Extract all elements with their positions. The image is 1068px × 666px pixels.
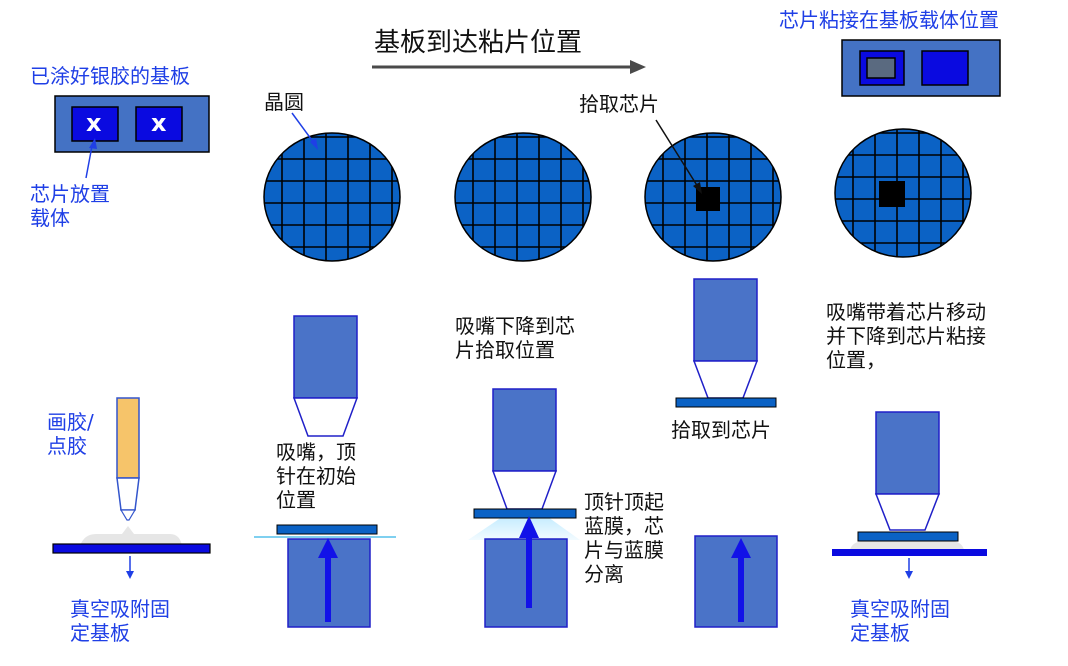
pick-chip-pointer [655, 119, 702, 194]
vacuum-right-label: 真空吸附固 定基板 [850, 597, 950, 645]
silver-glue-substrate-label: 已涂好银胶的基板 [30, 64, 190, 88]
wafer-1 [263, 132, 401, 262]
nozzle-bonding [874, 411, 941, 531]
mounted-substrate [841, 39, 1001, 97]
nozzle-move-label: 吸嘴带着芯片移动 并下降到芯片粘接 位置， [826, 300, 986, 372]
picked-chip-label: 拾取到芯片 [671, 418, 771, 442]
pick-chip-label: 拾取芯片 [579, 92, 659, 116]
wafer-4 [834, 128, 972, 258]
nozzle-with-chip [675, 278, 777, 408]
chip-carrier-pointer [85, 138, 97, 179]
wafer-label: 晶圆 [264, 90, 304, 114]
nozzle-pin-initial-label: 吸嘴，顶 针在初始 位置 [276, 440, 356, 512]
ejector-block-initial [287, 538, 371, 628]
vacuum-left-label: 真空吸附固 定基板 [70, 597, 170, 645]
dispense-label: 画胶/ 点胶 [47, 410, 94, 458]
wafer-3 [644, 132, 782, 262]
ejector-block-push [484, 516, 568, 628]
vacuum-arrow-left [126, 556, 134, 579]
substrate-arrive-label: 基板到达粘片位置 [374, 28, 583, 58]
nozzle-down-label: 吸嘴下降到芯 片拾取位置 [455, 314, 575, 362]
silver-glue-substrate [54, 95, 210, 153]
wafer-pointer [291, 112, 318, 150]
glue-dispenser [116, 397, 140, 521]
carrier-mark-2: x [151, 109, 167, 137]
chip-mount-position-label: 芯片粘接在基板载体位置 [779, 8, 999, 32]
chip-carrier-label: 芯片放置 载体 [30, 182, 110, 230]
nozzle-initial [292, 315, 359, 437]
substrate-plate-1 [52, 526, 211, 554]
substrate-plate-2 [832, 531, 987, 556]
ejector-block-reset [694, 535, 778, 628]
substrate-arrive-arrow [372, 60, 646, 74]
vacuum-arrow-right [905, 558, 913, 579]
blue-membrane-initial [254, 524, 396, 538]
carrier-mark-1: x [86, 109, 102, 137]
nozzle-lowered [491, 388, 558, 510]
pin-push-label: 顶针顶起 蓝膜，芯 片与蓝膜 分离 [584, 490, 664, 586]
wafer-2 [454, 132, 592, 262]
